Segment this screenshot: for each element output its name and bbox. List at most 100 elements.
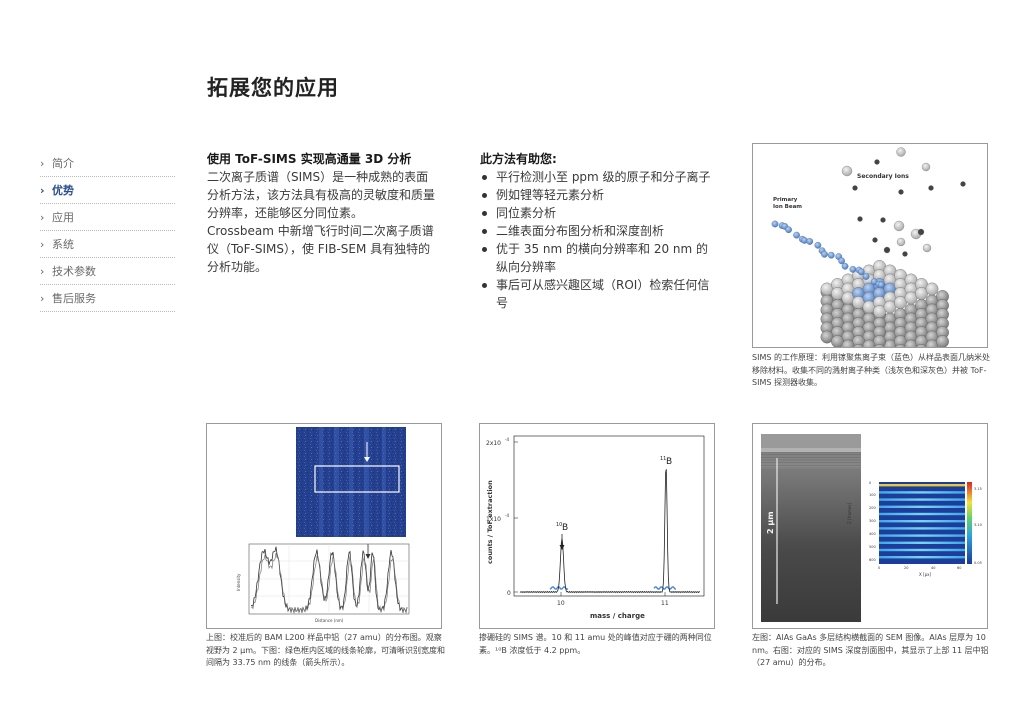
atom xyxy=(916,344,927,347)
atom xyxy=(853,344,864,347)
intro-heading: 使用 ToF-SIMS 实现高通量 3D 分析 xyxy=(207,152,412,166)
primary-beam-label: Primary xyxy=(773,197,798,203)
atom xyxy=(895,344,906,347)
ion xyxy=(849,265,857,273)
y-axis-label: Intensity xyxy=(236,573,241,591)
secondary-ion xyxy=(922,243,932,253)
secondary-ion xyxy=(852,185,858,191)
alas-gaas-caption: 左图：AlAs GaAs 多层结构横截面的 SEM 图像。AlAs 层厚为 10… xyxy=(752,633,989,667)
secondary-ions xyxy=(841,147,966,257)
list-item: 同位素分析 xyxy=(480,204,720,222)
layer-band xyxy=(879,484,965,487)
ion xyxy=(785,226,792,234)
x-tick-label: 20 xyxy=(904,566,908,570)
layer-band xyxy=(879,505,965,508)
list-item: 事后可从感兴趣区域（ROI）检索任何信号 xyxy=(480,276,720,312)
list-item: 优于 35 nm 的横向分辨率和 20 nm 的纵向分辨率 xyxy=(480,240,720,276)
sidebar-item-intro[interactable]: › 简介 xyxy=(40,150,175,177)
arrow-down-icon xyxy=(364,457,370,462)
sims-principle-figure: Secondary Ions Primary Ion Beam xyxy=(752,143,988,348)
y-tick-label: 0 xyxy=(869,481,871,485)
boron-spectrum-figure: 2x10 -4 1x10 -4 0 10 11 mass / charge co… xyxy=(479,423,715,629)
layer-band xyxy=(879,491,965,494)
layer-band xyxy=(879,527,965,530)
sims-principle-caption: SIMS 的工作原理：利用镓聚焦离子束（蓝色）从样品表面几纳米处移除材料。收集不… xyxy=(752,353,990,387)
alas-gaas-figure: 2 μm 3.15 3.10 0.05 Z [frames] X [px] 0 … xyxy=(752,423,988,629)
colorbar xyxy=(967,482,972,564)
y-tick-label: 200 xyxy=(869,506,876,510)
sidebar-item-specs[interactable]: › 技术参数 xyxy=(40,258,175,285)
peak-element-label: B xyxy=(562,523,568,533)
sidebar-item-service[interactable]: › 售后服务 xyxy=(40,285,175,312)
chevron-right-icon: › xyxy=(40,264,45,278)
ion xyxy=(793,231,800,239)
y-axis-label: counts / ToF extraction xyxy=(486,480,494,564)
ion xyxy=(862,273,870,280)
spectrum-line xyxy=(519,469,701,594)
secondary-ion xyxy=(874,159,880,165)
sidebar-item-label: 应用 xyxy=(52,211,74,224)
sims-principle-illustration: Secondary Ions Primary Ion Beam xyxy=(771,147,966,347)
secondary-ions-label: Secondary Ions xyxy=(857,173,909,180)
page-title: 拓展您的应用 xyxy=(207,76,339,100)
ion xyxy=(838,257,845,265)
ion xyxy=(821,250,828,258)
ion xyxy=(771,220,779,228)
ion xyxy=(841,262,849,270)
atom xyxy=(925,282,939,296)
sidebar-item-label: 售后服务 xyxy=(52,292,96,305)
atom xyxy=(936,335,949,347)
sample-crystal xyxy=(820,260,949,347)
secondary-ion xyxy=(841,165,853,177)
ion xyxy=(814,241,822,249)
y-tick-exponent: -4 xyxy=(505,513,509,518)
sidebar-item-systems[interactable]: › 系统 xyxy=(40,231,175,258)
layer-band xyxy=(879,556,965,559)
intro-paragraph: 二次离子质谱（SIMS）是一种成熟的表面分析方法，该方法具有极高的灵敏度和质量分… xyxy=(207,170,436,220)
y-tick-label: 0 xyxy=(507,590,511,597)
secondary-ion xyxy=(857,216,863,222)
arrow-down-icon xyxy=(365,554,371,559)
y-tick-label: 600 xyxy=(869,558,876,562)
secondary-ion xyxy=(917,228,925,236)
layer-band xyxy=(879,541,965,544)
bam-l200-figure: Intensity Distance (nm) xyxy=(206,423,442,629)
peak-mass-number: 11 xyxy=(660,456,666,462)
y-tick-label: 300 xyxy=(869,519,876,523)
chevron-right-icon: › xyxy=(40,291,45,305)
y-tick-label: 2x10 xyxy=(486,440,501,447)
sidebar-item-label: 优势 xyxy=(52,184,74,197)
list-item: 例如锂等轻元素分析 xyxy=(480,186,720,204)
profile-line xyxy=(250,552,408,614)
secondary-ion xyxy=(896,147,906,157)
bam-l200-caption: 上图：校准后的 BAM L200 样品中铝（27 amu）的分布图。观察视野为 … xyxy=(206,633,446,667)
sidebar-item-applications[interactable]: › 应用 xyxy=(40,204,175,231)
secondary-ion xyxy=(896,237,906,247)
arrow-down-icon xyxy=(559,545,565,550)
secondary-ion xyxy=(883,246,891,254)
peak-element-label: B xyxy=(666,457,672,467)
aluminum-distribution-map xyxy=(296,427,406,537)
secondary-ion xyxy=(928,185,934,191)
sidebar-item-advantages[interactable]: › 优势 xyxy=(40,177,175,204)
secondary-ion xyxy=(960,181,966,187)
layer-band xyxy=(879,498,965,501)
sidebar-item-label: 简介 xyxy=(52,157,74,170)
scale-bar-label: 2 μm xyxy=(766,511,775,534)
sims-depth-profile: 3.15 3.10 0.05 Z [frames] X [px] 0 100 2… xyxy=(847,481,982,577)
x-tick-label: 11 xyxy=(661,600,669,607)
chevron-right-icon: › xyxy=(40,156,45,170)
peak-mass-number: 10 xyxy=(556,522,562,528)
boron-spectrum-chart: 2x10 -4 1x10 -4 0 10 11 mass / charge co… xyxy=(486,435,705,620)
ion xyxy=(827,251,835,259)
profile-line xyxy=(250,546,408,614)
x-tick-label: 10 xyxy=(557,600,565,607)
colorbar-min: 0.05 xyxy=(974,561,982,565)
boron-spectrum-caption: 掺硼硅的 SIMS 谱。10 和 11 amu 处的峰值对应于硼的两种同位素。¹… xyxy=(479,633,712,655)
chevron-right-icon: › xyxy=(40,183,45,197)
benefits-section: 此方法有助您: 平行检测小至 ppm 级的原子和分子离子 例如锂等轻元素分析 同… xyxy=(480,150,720,312)
layer-band xyxy=(879,520,965,523)
atom xyxy=(874,344,885,347)
sidebar-nav: › 简介 › 优势 › 应用 › 系统 › 技术参数 › 售后服务 xyxy=(40,150,175,312)
secondary-ion xyxy=(898,189,904,195)
